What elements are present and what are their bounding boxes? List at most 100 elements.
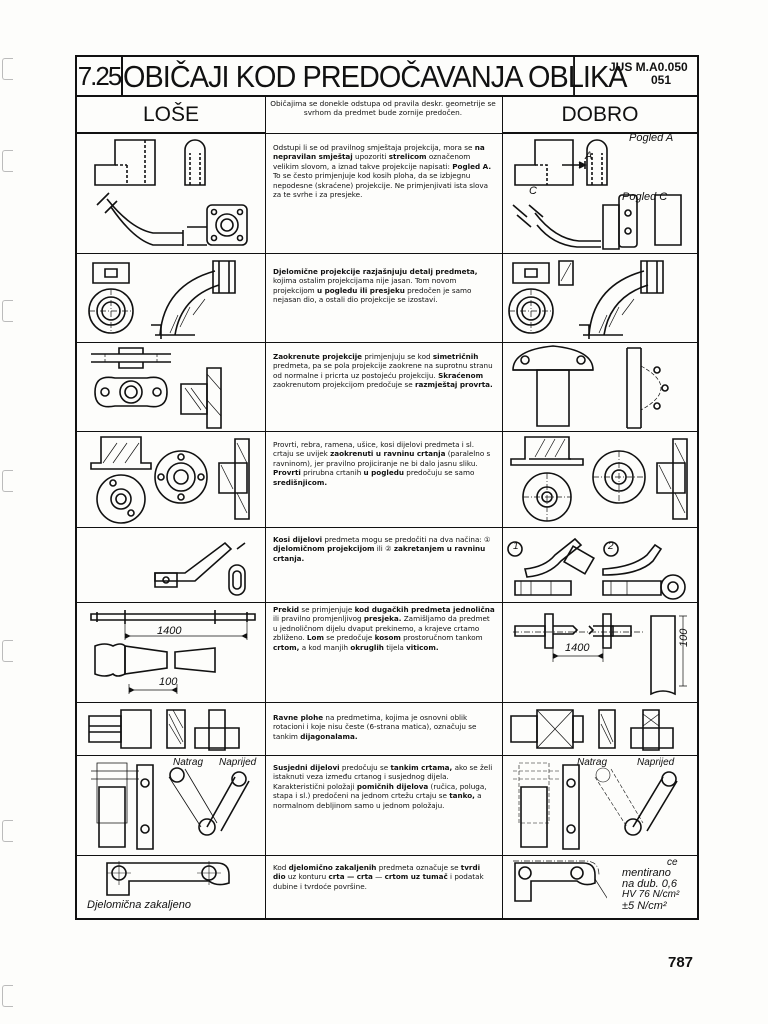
row-divider bbox=[77, 133, 697, 134]
good-drawing-partial-projection bbox=[507, 255, 695, 341]
emphasized-text: dijagonalama. bbox=[300, 731, 358, 741]
emphasized-text: Lom bbox=[306, 633, 324, 643]
row-divider bbox=[77, 702, 697, 703]
row-text: Prekid se primjenjuje kod dugačkih predm… bbox=[273, 605, 495, 652]
row-text: Ravne plohe na predmetima, kojima je osn… bbox=[273, 713, 495, 741]
emphasized-text: simetričnih bbox=[432, 352, 479, 361]
body-text: predmeta, pa se pola projekcije zaokrene… bbox=[273, 361, 493, 380]
binder-mark bbox=[2, 820, 13, 842]
body-text: ako se želi istaknuti veza između crtano… bbox=[273, 763, 493, 791]
row-text: Susjedni dijelovi predočuju se tankim cr… bbox=[273, 763, 495, 810]
row-text: Kod djelomično zakaljenih predmeta označ… bbox=[273, 863, 495, 891]
sheet-title: OBIČAJI KOD PREDOČAVANJA OBLIKA bbox=[123, 57, 628, 95]
emphasized-text: na nepravilan smještaj bbox=[273, 143, 485, 162]
good-drawing-rotated-projection bbox=[507, 344, 695, 430]
body-text: se primjenjuje bbox=[299, 605, 355, 614]
emphasized-text: crta — crta bbox=[328, 872, 373, 882]
ce-note: ce bbox=[667, 857, 678, 868]
binder-mark bbox=[2, 470, 13, 492]
emphasized-text: razmještaj provrta. bbox=[414, 380, 493, 390]
emphasized-text: presjeka. bbox=[363, 614, 402, 624]
good-drawing-adjacent-parts bbox=[507, 757, 695, 853]
body-text: predočen je samo nejasan dio, a ostali d… bbox=[273, 285, 472, 305]
arrow-letter-c: C bbox=[529, 185, 537, 197]
good-drawing-ribs-holes bbox=[507, 433, 695, 525]
body-text: tijela bbox=[383, 642, 407, 652]
binder-mark bbox=[2, 150, 13, 172]
hardened-part-label: Djelomična zakaljeno bbox=[87, 899, 191, 911]
pogled-c-label: Pogled C bbox=[622, 191, 668, 203]
body-text: prirubna crtanih bbox=[300, 468, 364, 478]
row-divider bbox=[77, 855, 697, 856]
bad-drawing-break-lines bbox=[85, 604, 261, 700]
bad-drawing-flat-surfaces bbox=[85, 704, 261, 754]
body-text: označenom velikim slovom, a iznad takve … bbox=[273, 152, 471, 171]
row-text: Odstupi li se od pravilnog smještaja pro… bbox=[273, 143, 495, 199]
body-text: predočuju se samo bbox=[403, 468, 475, 478]
good-drawing-oblique-parts bbox=[507, 529, 695, 601]
good-drawing-hardened-part bbox=[507, 857, 607, 917]
sheet-header: 7.25 OBIČAJI KOD PREDOČAVANJA OBLIKA JUS… bbox=[77, 57, 697, 97]
emphasized-text: crtom uz tumač bbox=[384, 872, 448, 882]
emphasized-text: Susjedni dijelovi bbox=[273, 763, 340, 772]
row-divider bbox=[77, 755, 697, 756]
body-text: Kod bbox=[273, 863, 289, 872]
row-text: Provrti, rebra, ramena, ušice, kosi dije… bbox=[273, 440, 495, 487]
body-text: predočuju se bbox=[339, 763, 391, 772]
emphasized-text: središnjicom. bbox=[273, 477, 328, 487]
emphasized-text: u pogledu bbox=[363, 468, 404, 478]
good-drawing-break-lines bbox=[507, 604, 695, 700]
bad-drawing-partial-projection bbox=[85, 255, 261, 341]
body-text: ili ② bbox=[374, 544, 394, 554]
dimension-100-bad: 100 bbox=[159, 676, 178, 688]
pogled-a-label: Pogled A bbox=[629, 132, 674, 144]
body-text: primjenjuju se kod bbox=[362, 352, 433, 361]
intro-text: Običajima se donekle odstupa od pravila … bbox=[270, 99, 496, 117]
good-drawing-slanted-views bbox=[507, 135, 695, 251]
standards-sheet: 7.25 OBIČAJI KOD PREDOČAVANJA OBLIKA JUS… bbox=[75, 55, 699, 920]
emphasized-text: Skraćenom bbox=[438, 370, 484, 380]
row-divider bbox=[77, 602, 697, 603]
dimension-100-good: 100 bbox=[678, 628, 690, 647]
row-divider bbox=[77, 253, 697, 254]
emphasized-text: viticom. bbox=[406, 642, 439, 652]
body-text: Zamišljamo da predmet u jednoličnom dije… bbox=[273, 614, 490, 643]
emphasized-text: Prekid bbox=[273, 605, 300, 614]
bad-drawing-adjacent-parts bbox=[85, 757, 261, 853]
binder-mark bbox=[2, 640, 13, 662]
body-text: se predočuje bbox=[323, 633, 375, 643]
body-text: Odstupi li se od pravilnog smještaja pro… bbox=[273, 143, 475, 152]
emphasized-text: kod dugačkih predmeta jednolična bbox=[354, 605, 495, 614]
body-text: na predmetima, kojima je osnovni oblik r… bbox=[273, 713, 477, 741]
hardness-note: HV 76 N/cm² bbox=[622, 889, 680, 900]
emphasized-text: Ravne plohe bbox=[273, 713, 324, 722]
natrag-label-good: Natrag bbox=[577, 757, 608, 768]
emphasized-text: zakretanjem u ravninu crtanja. bbox=[273, 544, 486, 563]
emphasized-text: u pogledu ili presjeku bbox=[316, 285, 405, 295]
dimension-1400-bad: 1400 bbox=[157, 625, 182, 637]
arrow-letter-a: A bbox=[585, 150, 593, 162]
binder-mark bbox=[2, 300, 13, 322]
emphasized-text: kosom bbox=[374, 633, 401, 643]
body-text: prostoručnom tankom bbox=[400, 633, 483, 643]
emphasized-text: tanko, bbox=[449, 791, 475, 801]
standard-code-second: 051 bbox=[651, 73, 672, 87]
good-column-heading: DOBRO bbox=[503, 97, 697, 133]
emphasized-text: tvrdi dio bbox=[273, 863, 481, 882]
emphasized-text: Kosi dijelovi bbox=[273, 535, 323, 544]
body-text: upozoriti bbox=[352, 152, 389, 162]
row-text: Zaokrenute projekcije primjenjuju se kod… bbox=[273, 352, 495, 390]
body-text: — bbox=[372, 872, 385, 882]
body-text: a kod manjih bbox=[299, 642, 351, 652]
emphasized-text: crtom, bbox=[273, 642, 300, 652]
column-divider bbox=[265, 95, 266, 918]
row-text: Kosi dijelovi predmeta mogu se predočiti… bbox=[273, 535, 495, 563]
body-text: ili pravilno promjenljivog bbox=[273, 614, 364, 624]
circle-label-one: 1 bbox=[513, 541, 519, 552]
emphasized-text: pomičnih dijelova bbox=[356, 781, 429, 791]
dimension-1400-good: 1400 bbox=[565, 642, 590, 654]
emphasized-text: Djelomične projekcije razjašnjuju detalj… bbox=[273, 267, 478, 276]
depth-note: na dub. 0,6 bbox=[622, 878, 678, 890]
tolerance-note: ±5 N/cm² bbox=[622, 900, 667, 912]
body-text: predmeta mogu se predočiti na dva načina… bbox=[322, 535, 491, 544]
